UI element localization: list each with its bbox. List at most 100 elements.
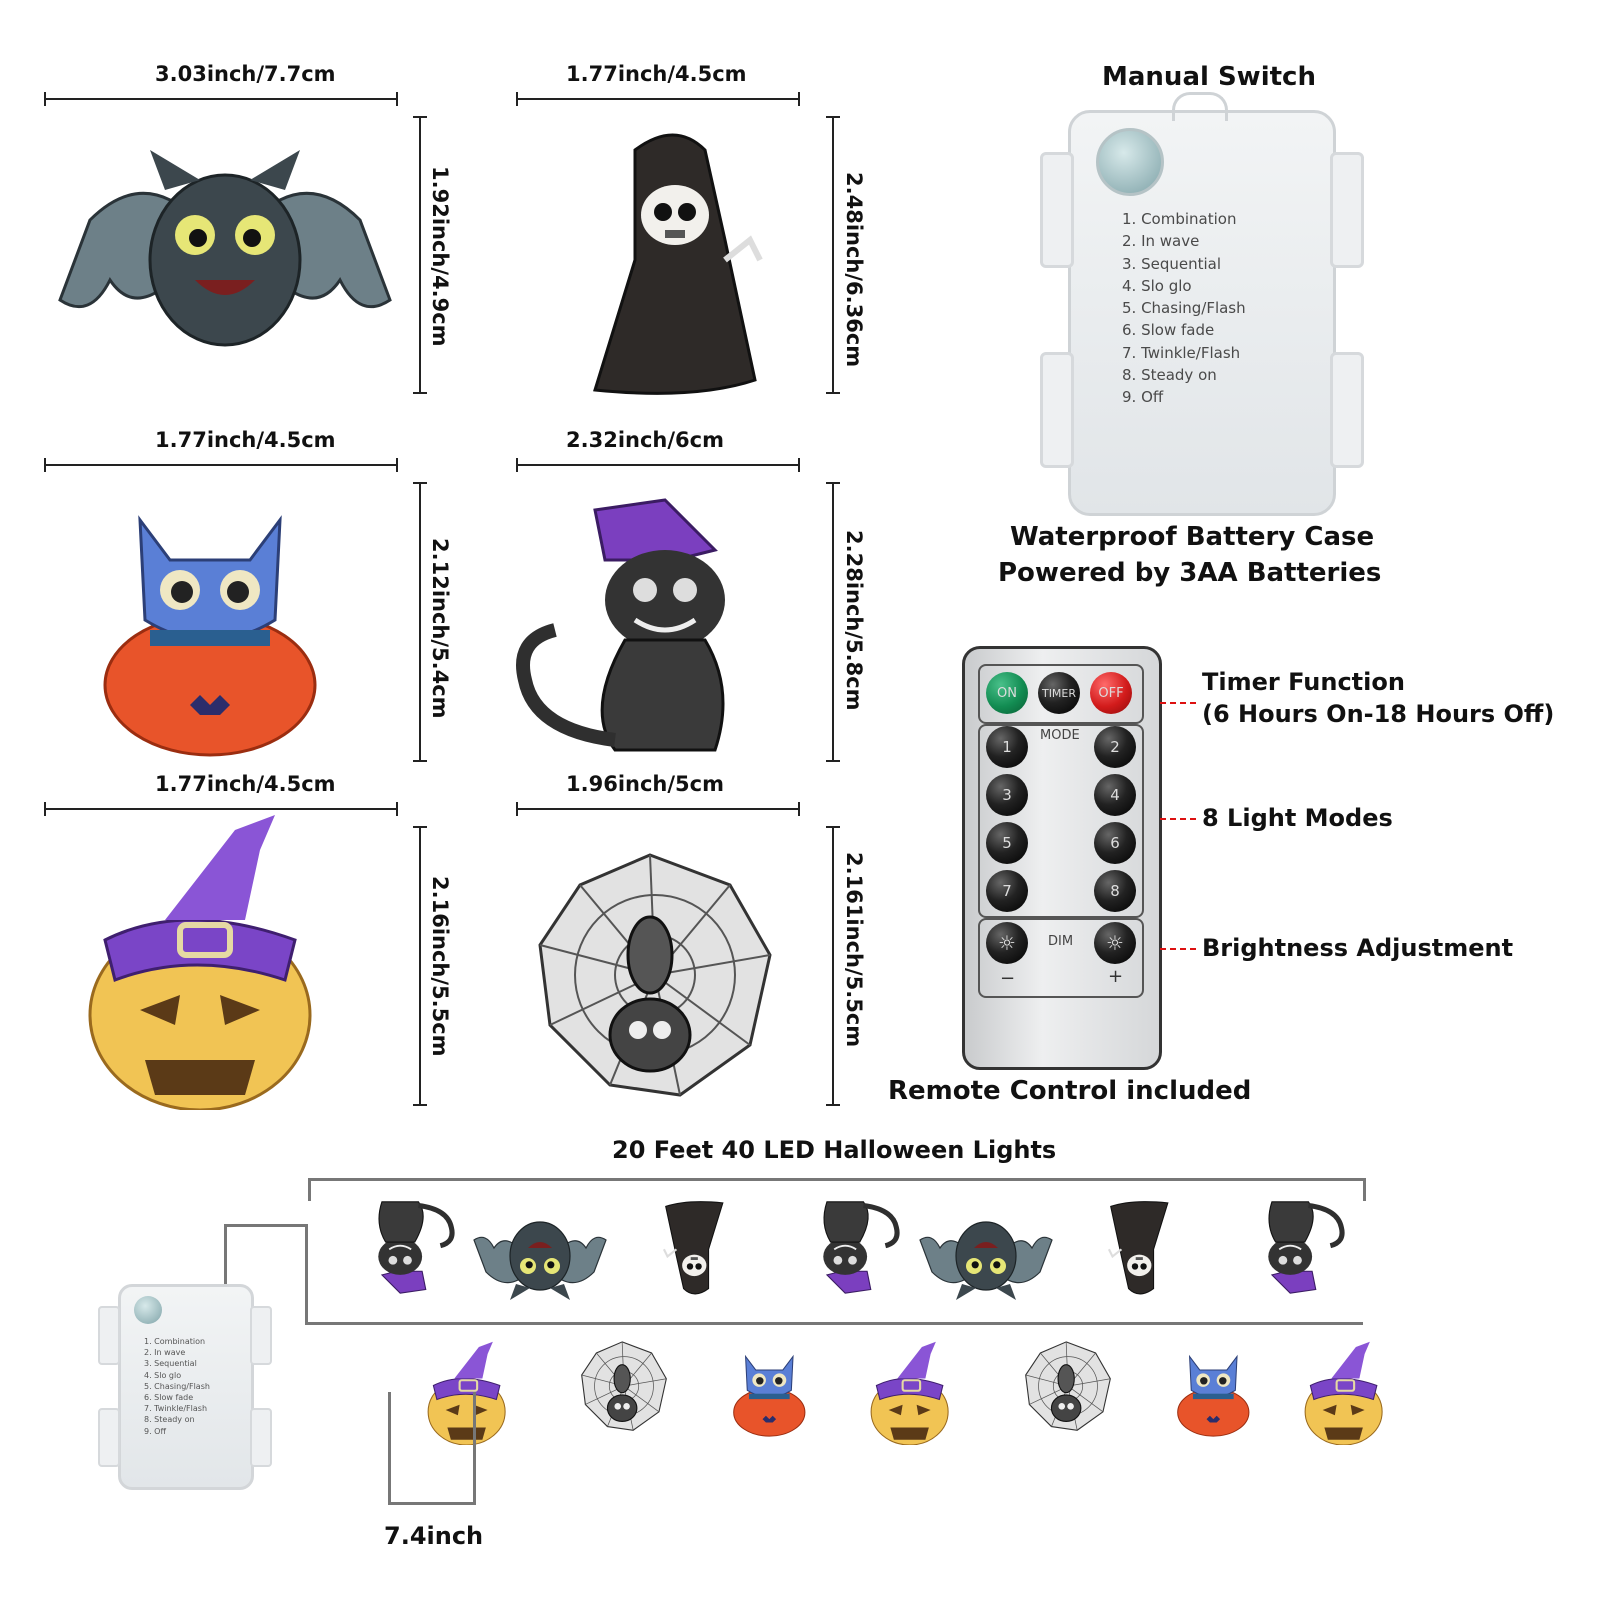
remote-off-button[interactable]: OFF — [1090, 672, 1132, 714]
bat-width-label: 3.03inch/7.7cm — [155, 62, 336, 86]
remote-mode-2-button[interactable]: 2 — [1094, 726, 1136, 768]
wire-lead-vertical — [224, 1224, 227, 1304]
mini-mode-item: 6. Slow fade — [144, 1393, 194, 1403]
light-jack-o-lantern-icon — [1304, 1340, 1384, 1445]
remote-mode-6-button[interactable]: 6 — [1094, 822, 1136, 864]
bat-height-label: 1.92inch/4.9cm — [428, 166, 452, 347]
mini-battery-clip-right-2 — [250, 1408, 272, 1467]
battery-caption-line2: Powered by 3AA Batteries — [998, 558, 1382, 588]
reaper-height-label: 2.48inch/6.36cm — [842, 172, 866, 368]
jack-width-label: 1.77inch/4.5cm — [155, 772, 336, 796]
remote-mode-panel — [978, 724, 1144, 918]
brightness-callout-pointer — [1160, 948, 1196, 950]
remote-dim-label: DIM — [1048, 934, 1074, 949]
black-cat-height-line — [826, 482, 840, 762]
battery-case-clip-right-top — [1330, 152, 1364, 268]
light-spider-icon — [581, 1341, 667, 1431]
reaper-height-line — [826, 116, 840, 394]
jack-height-line — [413, 826, 427, 1106]
remote-mode-5-button[interactable]: 5 — [986, 822, 1028, 864]
sun-icon: ☼ — [1106, 931, 1124, 955]
mini-mode-item: 5. Chasing/Flash — [144, 1381, 210, 1391]
remote-mode-8-button[interactable]: 8 — [1094, 870, 1136, 912]
mini-mode-item: 3. Sequential — [144, 1359, 197, 1369]
timer-callout-line1: Timer Function — [1202, 668, 1405, 696]
reaper-width-label: 1.77inch/4.5cm — [566, 62, 747, 86]
battery-mode-item: 3. Sequential — [1122, 254, 1222, 273]
remote-dim-minus-button[interactable]: ☼ — [986, 922, 1028, 964]
string-bracket — [308, 1178, 1366, 1201]
battery-mode-item: 6. Slow fade — [1122, 321, 1215, 340]
spider-height-label: 2.161inch/5.5cm — [842, 852, 866, 1048]
modes-callout: 8 Light Modes — [1202, 804, 1393, 832]
remote-dim-plus-button[interactable]: ☼ — [1094, 922, 1136, 964]
remote-mode-7-button[interactable]: 7 — [986, 870, 1028, 912]
light-cat-icon — [805, 1195, 900, 1300]
battery-case-clip-left-bottom — [1040, 352, 1074, 468]
reaper-figure-icon — [575, 120, 785, 410]
mini-mode-item: 1. Combination — [144, 1337, 206, 1346]
bat-figure-icon — [58, 148, 392, 347]
timer-callout-line2: (6 Hours On-18 Hours Off) — [1202, 700, 1555, 728]
remote-minus-label: − — [1000, 968, 1016, 989]
remote-on-button[interactable]: ON — [986, 672, 1028, 714]
wire-lead-down — [305, 1224, 308, 1322]
remote-mode-3-button[interactable]: 3 — [986, 774, 1028, 816]
remote-top-panel — [978, 664, 1144, 724]
reaper-width-line — [516, 92, 800, 106]
remote-mode-4-button[interactable]: 4 — [1094, 774, 1136, 816]
cat-pumpkin-figure-icon — [103, 518, 317, 757]
mini-switch-button — [134, 1296, 162, 1324]
battery-case-clip-right-bottom — [1330, 352, 1364, 468]
battery-mode-item: 4. Slo glo — [1122, 276, 1192, 295]
wire-lead-horizontal — [224, 1224, 308, 1227]
mini-mode-item: 8. Steady on — [144, 1415, 195, 1425]
brightness-callout: Brightness Adjustment — [1202, 934, 1514, 962]
light-reaper-icon — [662, 1200, 724, 1296]
black-cat-width-label: 2.32inch/6cm — [566, 428, 724, 452]
modes-callout-pointer — [1160, 818, 1196, 820]
cat-pumpkin-height-label: 2.12inch/5.4cm — [428, 538, 452, 719]
remote-mode-label: MODE — [1040, 728, 1080, 743]
cat-pumpkin-width-line — [44, 458, 398, 472]
spider-width-line — [516, 802, 800, 816]
light-jack-o-lantern-icon — [870, 1340, 950, 1445]
bat-height-line — [413, 116, 427, 394]
black-cat-figure-icon — [515, 490, 775, 760]
battery-mode-item: 5. Chasing/Flash — [1122, 299, 1246, 318]
battery-mode-item: 1. Combination — [1122, 210, 1237, 228]
cat-pumpkin-width-label: 1.77inch/4.5cm — [155, 428, 336, 452]
mini-battery-clip-right — [250, 1306, 272, 1365]
remote-caption: Remote Control included — [888, 1076, 1252, 1106]
remote-plus-label: + — [1108, 966, 1124, 987]
battery-mode-item: 9. Off — [1122, 388, 1164, 407]
mini-mode-item: 9. Off — [144, 1426, 166, 1436]
spacing-label: 7.4inch — [384, 1522, 484, 1550]
spider-height-line — [826, 826, 840, 1106]
string-lights-title: 20 Feet 40 LED Halloween Lights — [612, 1136, 1057, 1164]
spider-width-label: 1.96inch/5cm — [566, 772, 724, 796]
mini-battery-clip-left — [98, 1306, 120, 1365]
light-cat-icon — [360, 1195, 455, 1300]
manual-switch-button[interactable] — [1096, 128, 1164, 196]
light-spider-icon — [1025, 1341, 1111, 1431]
mini-mode-item: 7. Twinkle/Flash — [144, 1404, 208, 1414]
light-bat-icon — [473, 1221, 607, 1301]
remote-timer-button[interactable]: TIMER — [1038, 672, 1080, 714]
manual-switch-title: Manual Switch — [1102, 62, 1316, 92]
light-cat-pumpkin-icon — [733, 1355, 806, 1437]
light-cat-icon — [1250, 1195, 1345, 1300]
mini-mode-item: 2. In wave — [144, 1348, 186, 1358]
battery-mode-item: 7. Twinkle/Flash — [1122, 343, 1241, 362]
bat-width-line — [44, 92, 398, 106]
light-cat-pumpkin-icon — [1177, 1355, 1250, 1437]
battery-mode-list: 1. Combination 2. In wave 3. Sequential … — [1122, 208, 1246, 409]
wire-main — [305, 1322, 1363, 1325]
spider-figure-icon — [538, 853, 772, 1097]
light-bat-icon — [919, 1221, 1053, 1301]
remote-mode-1-button[interactable]: 1 — [986, 726, 1028, 768]
sun-icon: ☼ — [998, 931, 1016, 955]
mini-battery-clip-left-2 — [98, 1408, 120, 1467]
remote-dim-panel — [978, 918, 1144, 998]
light-reaper-icon — [1107, 1200, 1169, 1296]
